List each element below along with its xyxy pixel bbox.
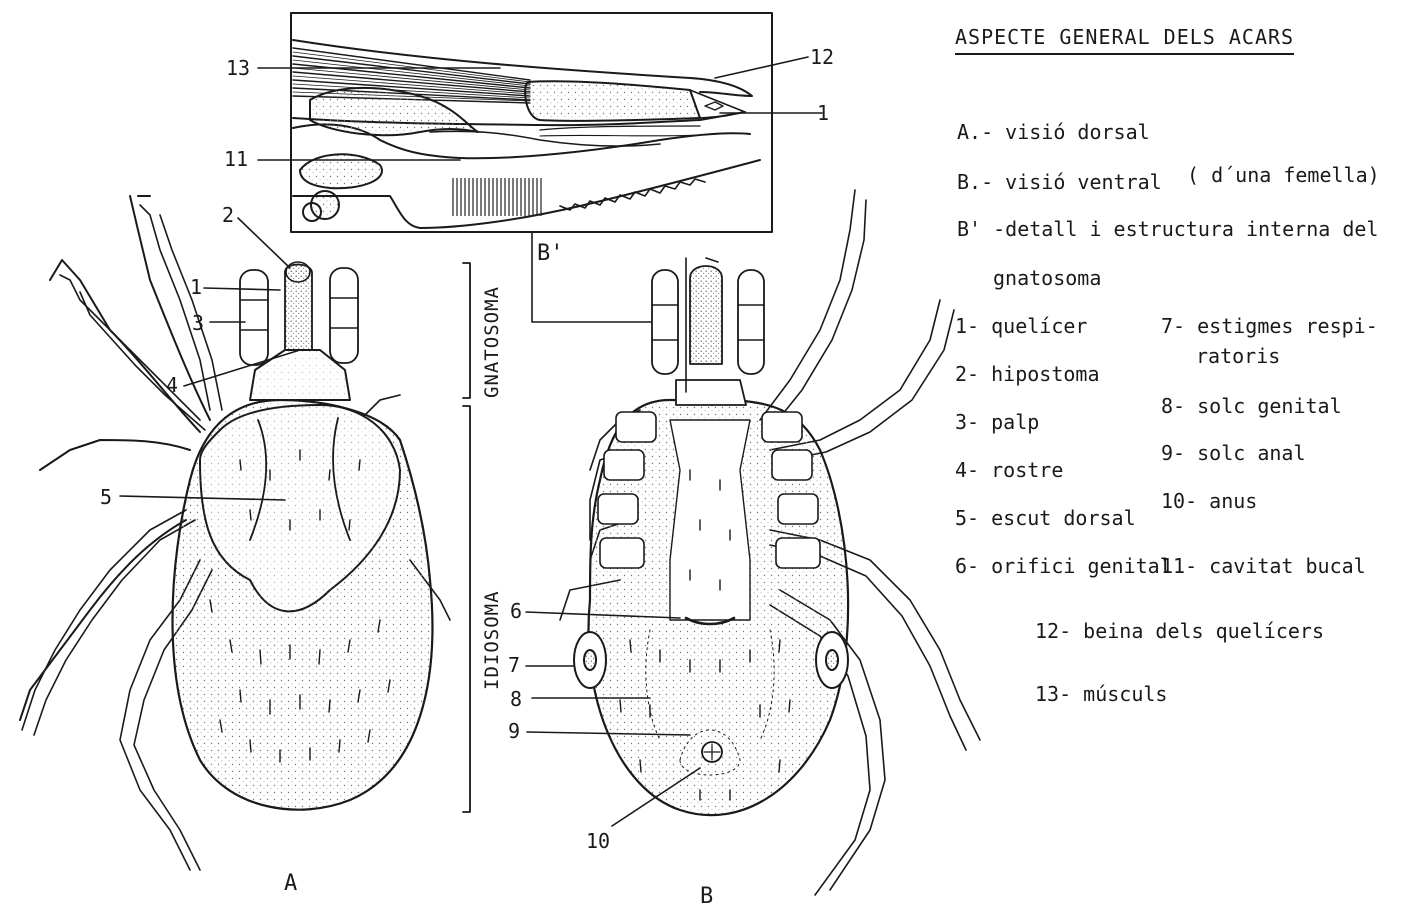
callout-4: 4: [166, 373, 178, 397]
legend-part-2: 2- hipostoma: [955, 364, 1100, 384]
legend-part-3: 3- palp: [955, 412, 1039, 432]
figure-letter-b-prime: B': [537, 241, 564, 266]
callout-12: 12: [810, 45, 834, 69]
figure-letter-a: A: [284, 871, 297, 896]
legend-part-12: 12- beina dels quelícers: [1035, 621, 1324, 641]
legend-view-b: B.- visió ventral: [957, 172, 1162, 192]
legend-view-a: A.- visió dorsal: [957, 122, 1150, 142]
label-gnatosoma: GNATOSOMA: [481, 286, 503, 398]
callout-2: 2: [222, 203, 234, 227]
legend-part-1: 1- quelícer: [955, 316, 1087, 336]
legend-part-13: 13- músculs: [1035, 684, 1167, 704]
callout-8: 8: [510, 687, 522, 711]
specimen-b-ventral: [560, 190, 980, 895]
callout-7: 7: [508, 653, 520, 677]
legend-part-5: 5- escut dorsal: [955, 508, 1136, 528]
legend-part-6: 6- orifici genital: [955, 556, 1172, 576]
callout-10: 10: [586, 829, 610, 853]
legend-part-7-cont: ratoris: [1196, 346, 1280, 366]
callout-1: 1: [190, 275, 202, 299]
legend-part-7: 7- estigmes respi-: [1161, 316, 1378, 336]
callout-13: 13: [226, 56, 250, 80]
legend-view-b-prime-cont: gnatosoma: [993, 268, 1101, 288]
callout-6: 6: [510, 599, 522, 623]
legend-part-11: 11- cavitat bucal: [1161, 556, 1366, 576]
specimen-a-dorsal: [20, 196, 450, 870]
legend-view-b-prime: B' -detall i estructura interna del: [957, 219, 1378, 239]
legend-part-8: 8- solc genital: [1161, 396, 1342, 416]
legend-part-4: 4- rostre: [955, 460, 1063, 480]
legend-part-9: 9- solc anal: [1161, 443, 1306, 463]
callout-5: 5: [100, 485, 112, 509]
legend-title: ASPECTE GENERAL DELS ACARS: [955, 27, 1294, 55]
callout-3: 3: [192, 311, 204, 335]
legend-female-note: ( d´una femella): [1187, 165, 1380, 185]
callout-1-inset: 1: [817, 101, 829, 125]
label-idiosoma: IDIOSOMA: [481, 590, 503, 690]
inset-gnathosoma-detail: [291, 13, 772, 232]
figure-letter-b: B: [700, 884, 713, 909]
legend-part-10: 10- anus: [1161, 491, 1257, 511]
callout-11: 11: [224, 147, 248, 171]
callout-9: 9: [508, 719, 520, 743]
